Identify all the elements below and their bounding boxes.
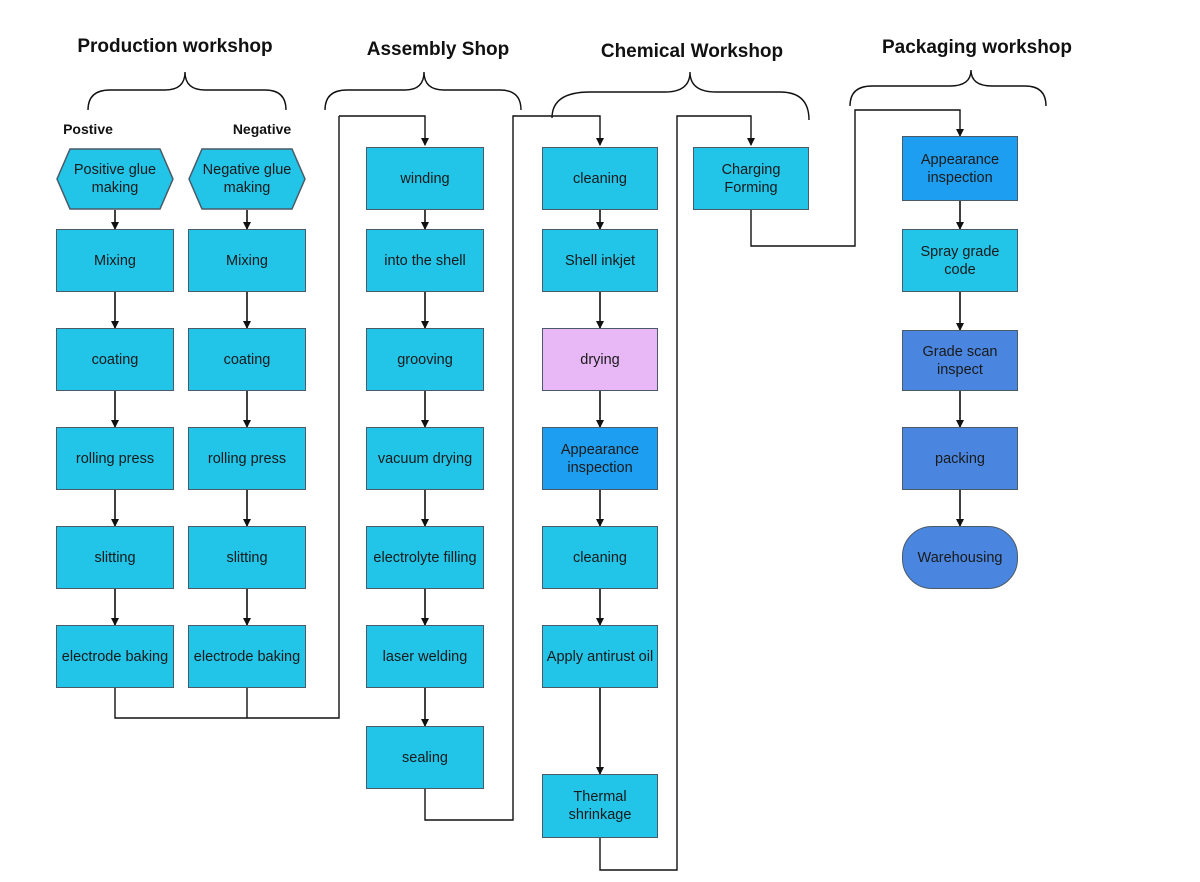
packaging-packing-node: packing: [902, 427, 1018, 490]
positive-coating-node: coating: [56, 328, 174, 391]
assembly-grooving-node: grooving: [366, 328, 484, 391]
packaging-grade-scan-node: Grade scan inspect: [902, 330, 1018, 391]
positive-electrode-baking-node: electrode baking: [56, 625, 174, 688]
assembly-winding-node: winding: [366, 147, 484, 210]
chemical-thermal-shrinkage-node: Thermal shrinkage: [542, 774, 658, 838]
section-title-production: Production workshop: [77, 36, 273, 57]
chemical-appearance-inspection-node: Appearance inspection: [542, 427, 658, 490]
positive-glue-making-node: Positive glue making: [56, 148, 174, 210]
chemical-antirust-oil-node: Apply antirust oil: [542, 625, 658, 688]
positive-mixing-node: Mixing: [56, 229, 174, 292]
connectors-between-sections: [114, 109, 964, 871]
negative-slitting-node: slitting: [188, 526, 306, 589]
negative-glue-making-label: Negative glue making: [202, 162, 292, 196]
assembly-sealing-node: sealing: [366, 726, 484, 789]
assembly-vacuum-drying-node: vacuum drying: [366, 427, 484, 490]
brace-chemical: [551, 71, 810, 121]
positive-slitting-node: slitting: [56, 526, 174, 589]
positive-label: Postive: [63, 121, 113, 137]
chemical-cleaning-2-node: cleaning: [542, 526, 658, 589]
negative-label: Negative: [232, 121, 292, 137]
chemical-shell-inkjet-node: Shell inkjet: [542, 229, 658, 292]
assembly-laser-welding-node: laser welding: [366, 625, 484, 688]
negative-coating-node: coating: [188, 328, 306, 391]
brace-production: [87, 71, 287, 111]
packaging-spray-grade-code-node: Spray grade code: [902, 229, 1018, 292]
packaging-warehousing-node: Warehousing: [902, 526, 1018, 589]
section-title-assembly: Assembly Shop: [366, 39, 510, 60]
section-title-chemical: Chemical Workshop: [600, 41, 784, 62]
assembly-into-shell-node: into the shell: [366, 229, 484, 292]
positive-glue-making-label: Positive glue making: [73, 162, 157, 196]
chemical-drying-node: drying: [542, 328, 658, 391]
packaging-appearance-inspection-node: Appearance inspection: [902, 136, 1018, 201]
charging-forming-node: Charging Forming: [693, 147, 809, 210]
assembly-electrolyte-filling-node: electrolyte filling: [366, 526, 484, 589]
section-title-packaging: Packaging workshop: [881, 37, 1073, 58]
positive-rolling-press-node: rolling press: [56, 427, 174, 490]
negative-mixing-node: Mixing: [188, 229, 306, 292]
chemical-cleaning-node: cleaning: [542, 147, 658, 210]
brace-assembly: [324, 71, 522, 111]
brace-packaging: [849, 69, 1047, 107]
negative-rolling-press-node: rolling press: [188, 427, 306, 490]
negative-glue-making-node: Negative glue making: [188, 148, 306, 210]
negative-electrode-baking-node: electrode baking: [188, 625, 306, 688]
